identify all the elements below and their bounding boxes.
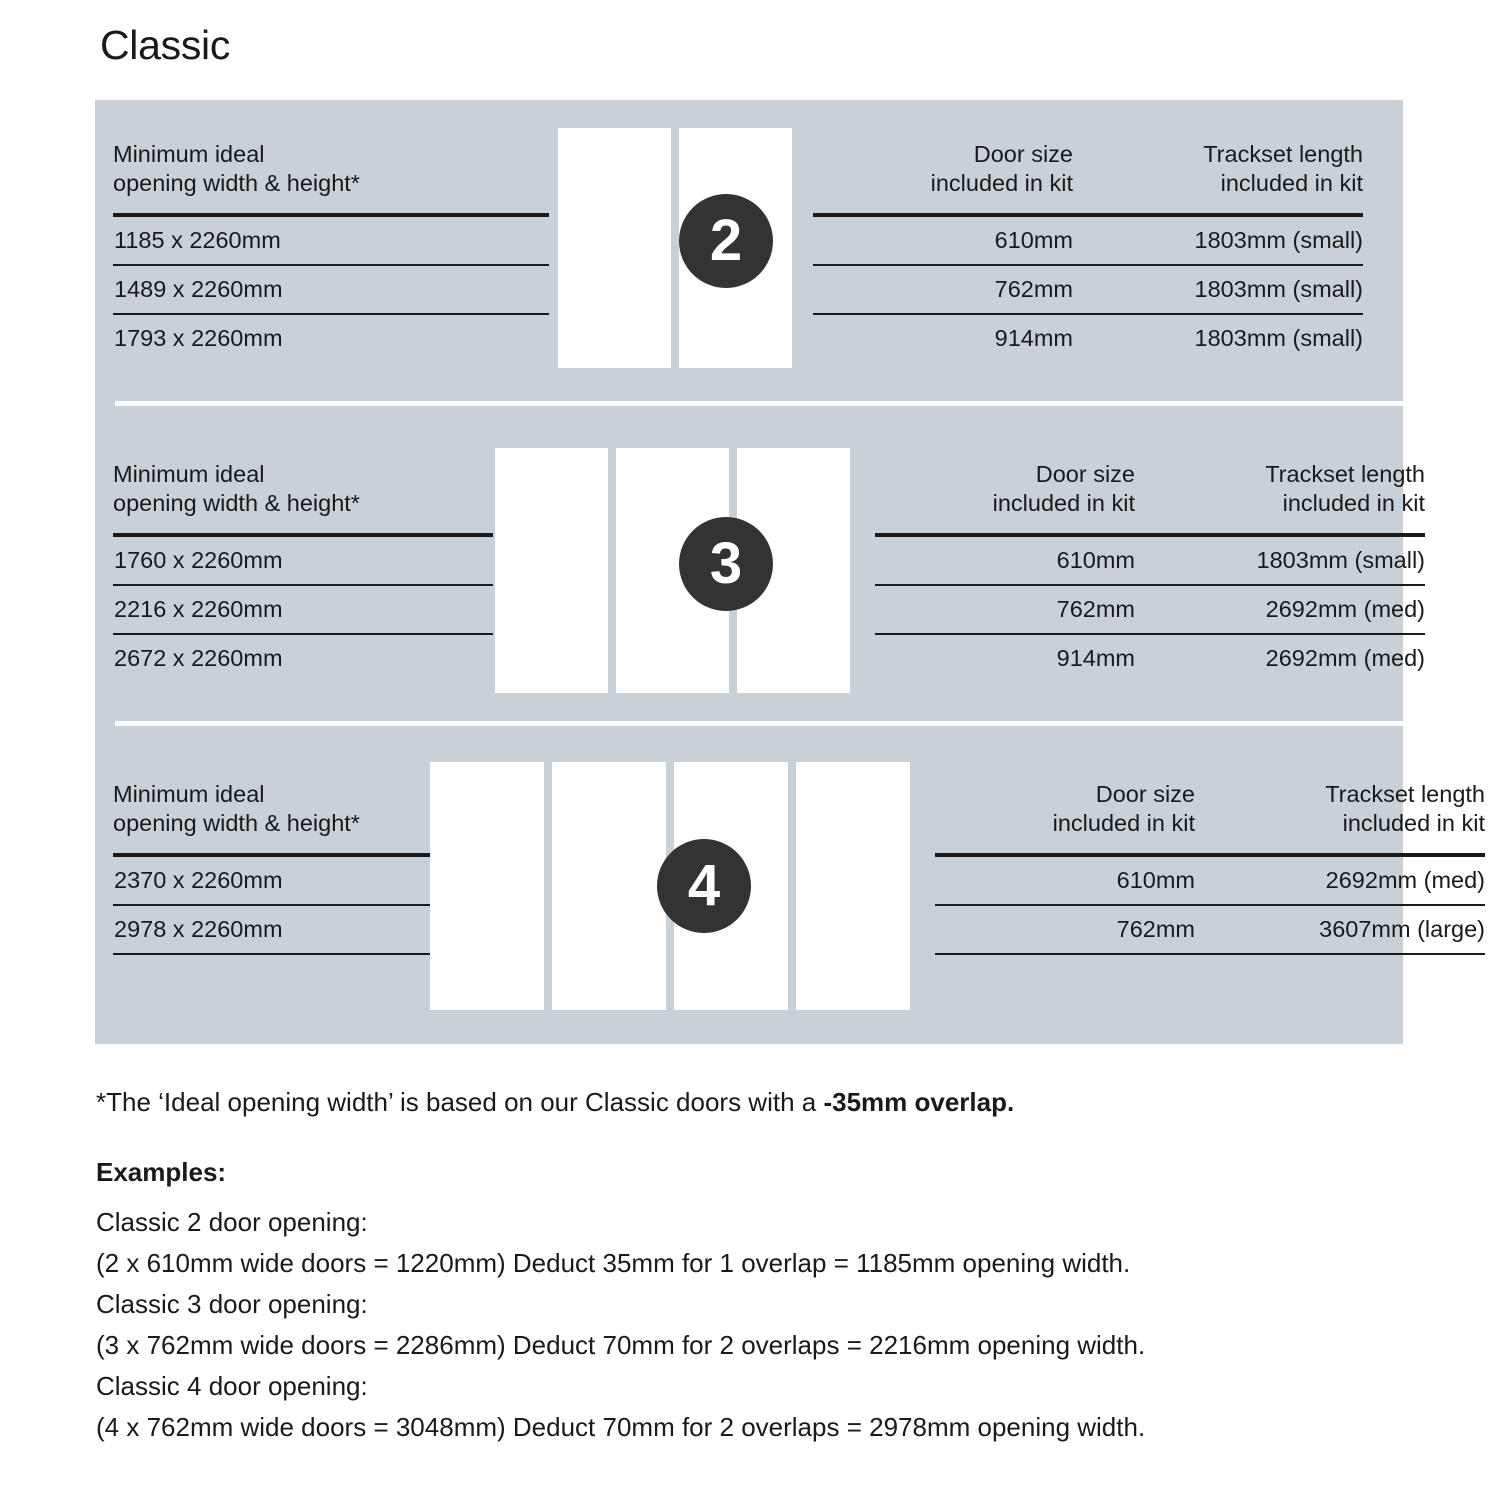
row-rule <box>113 904 433 906</box>
kit-table-section-2: Door size included in kit Trackset lengt… <box>813 460 1425 682</box>
opening-table-section-1: Minimum ideal opening width & height* 11… <box>113 140 549 362</box>
example-line: (3 x 762mm wide doors = 2286mm) Deduct 7… <box>96 1330 1146 1360</box>
row-rule <box>875 584 1425 586</box>
spec-section-2-door: Minimum ideal opening width & height* 11… <box>95 100 1403 400</box>
door-panel <box>430 762 544 1010</box>
opening-table-section-3: Minimum ideal opening width & height* 23… <box>113 780 433 955</box>
header-rule <box>813 213 1363 217</box>
section-divider <box>115 721 1403 726</box>
kit-table-section-1: Door size included in kit Trackset lengt… <box>813 140 1363 362</box>
example-line: (4 x 762mm wide doors = 3048mm) Deduct 7… <box>96 1412 1146 1442</box>
example-line: Classic 2 door opening: <box>96 1207 368 1237</box>
column-header-trackset: Trackset length included in kit <box>1325 781 1485 836</box>
table-row: 2216 x 2260mm <box>114 596 283 622</box>
row-rule <box>113 633 493 635</box>
row-rule <box>935 953 1485 955</box>
column-header-opening: Minimum ideal opening width & height* <box>113 141 360 196</box>
footnote-bold: -35mm overlap. <box>823 1087 1015 1117</box>
example-line: Classic 4 door opening: <box>96 1371 368 1401</box>
table-row: 762mm 1803mm (small) <box>994 276 1363 302</box>
door-panel <box>495 448 608 693</box>
example-line: (2 x 610mm wide doors = 1220mm) Deduct 3… <box>96 1248 1131 1278</box>
door-count-badge: 3 <box>679 517 773 611</box>
table-row: 1793 x 2260mm <box>114 325 283 351</box>
example-line: Classic 3 door opening: <box>96 1289 368 1319</box>
door-panel <box>558 128 671 368</box>
table-row: 914mm 1803mm (small) <box>994 325 1363 351</box>
row-rule <box>113 953 433 955</box>
door-count-badge: 4 <box>657 839 751 933</box>
row-rule <box>813 313 1363 315</box>
column-header-door-size: Door size included in kit <box>1052 781 1195 836</box>
section-divider <box>115 401 1403 406</box>
door-count-badge: 2 <box>679 194 773 288</box>
spec-section-4-door: Minimum ideal opening width & height* 23… <box>95 740 1485 1044</box>
row-rule <box>113 313 549 315</box>
column-header-trackset: Trackset length included in kit <box>1203 141 1363 196</box>
table-row: 2978 x 2260mm <box>114 916 283 942</box>
header-rule <box>113 213 549 217</box>
table-row: 610mm 2692mm (med) <box>1116 867 1485 893</box>
door-panel <box>796 762 910 1010</box>
row-rule <box>113 584 493 586</box>
table-row: 762mm 3607mm (large) <box>1116 916 1485 942</box>
table-row: 610mm 1803mm (small) <box>994 227 1363 253</box>
header-rule <box>113 853 433 857</box>
table-row: 2672 x 2260mm <box>114 645 283 671</box>
spec-card: Minimum ideal opening width & height* 11… <box>95 100 1485 1044</box>
table-row: 610mm 1803mm (small) <box>1056 547 1425 573</box>
footnote-text: *The ‘Ideal opening width’ is based on o… <box>96 1087 824 1117</box>
column-header-opening: Minimum ideal opening width & height* <box>113 461 360 516</box>
row-rule <box>813 264 1363 266</box>
examples-heading: Examples: <box>96 1157 227 1187</box>
door-diagram-3 <box>495 448 850 693</box>
table-row: 1760 x 2260mm <box>114 547 283 573</box>
spec-section-3-door: Minimum ideal opening width & height* 17… <box>95 420 1425 720</box>
table-row: 914mm 2692mm (med) <box>1056 645 1425 671</box>
door-panel <box>552 762 666 1010</box>
header-rule <box>935 853 1485 857</box>
opening-table-section-2: Minimum ideal opening width & height* 17… <box>113 460 493 682</box>
row-rule <box>935 904 1485 906</box>
footnote: *The ‘Ideal opening width’ is based on o… <box>96 1085 1014 1119</box>
table-row: 1489 x 2260mm <box>114 276 283 302</box>
header-rule <box>875 533 1425 537</box>
column-header-trackset: Trackset length included in kit <box>1265 461 1425 516</box>
kit-table-section-3: Door size included in kit Trackset lengt… <box>813 780 1485 955</box>
column-header-opening: Minimum ideal opening width & height* <box>113 781 360 836</box>
table-row: 1185 x 2260mm <box>114 227 281 253</box>
column-header-door-size: Door size included in kit <box>930 141 1073 196</box>
row-rule <box>113 264 549 266</box>
header-rule <box>113 533 493 537</box>
column-header-door-size: Door size included in kit <box>992 461 1135 516</box>
page-title: Classic <box>100 22 231 68</box>
row-rule <box>875 633 1425 635</box>
table-row: 2370 x 2260mm <box>114 867 283 893</box>
table-row: 762mm 2692mm (med) <box>1056 596 1425 622</box>
